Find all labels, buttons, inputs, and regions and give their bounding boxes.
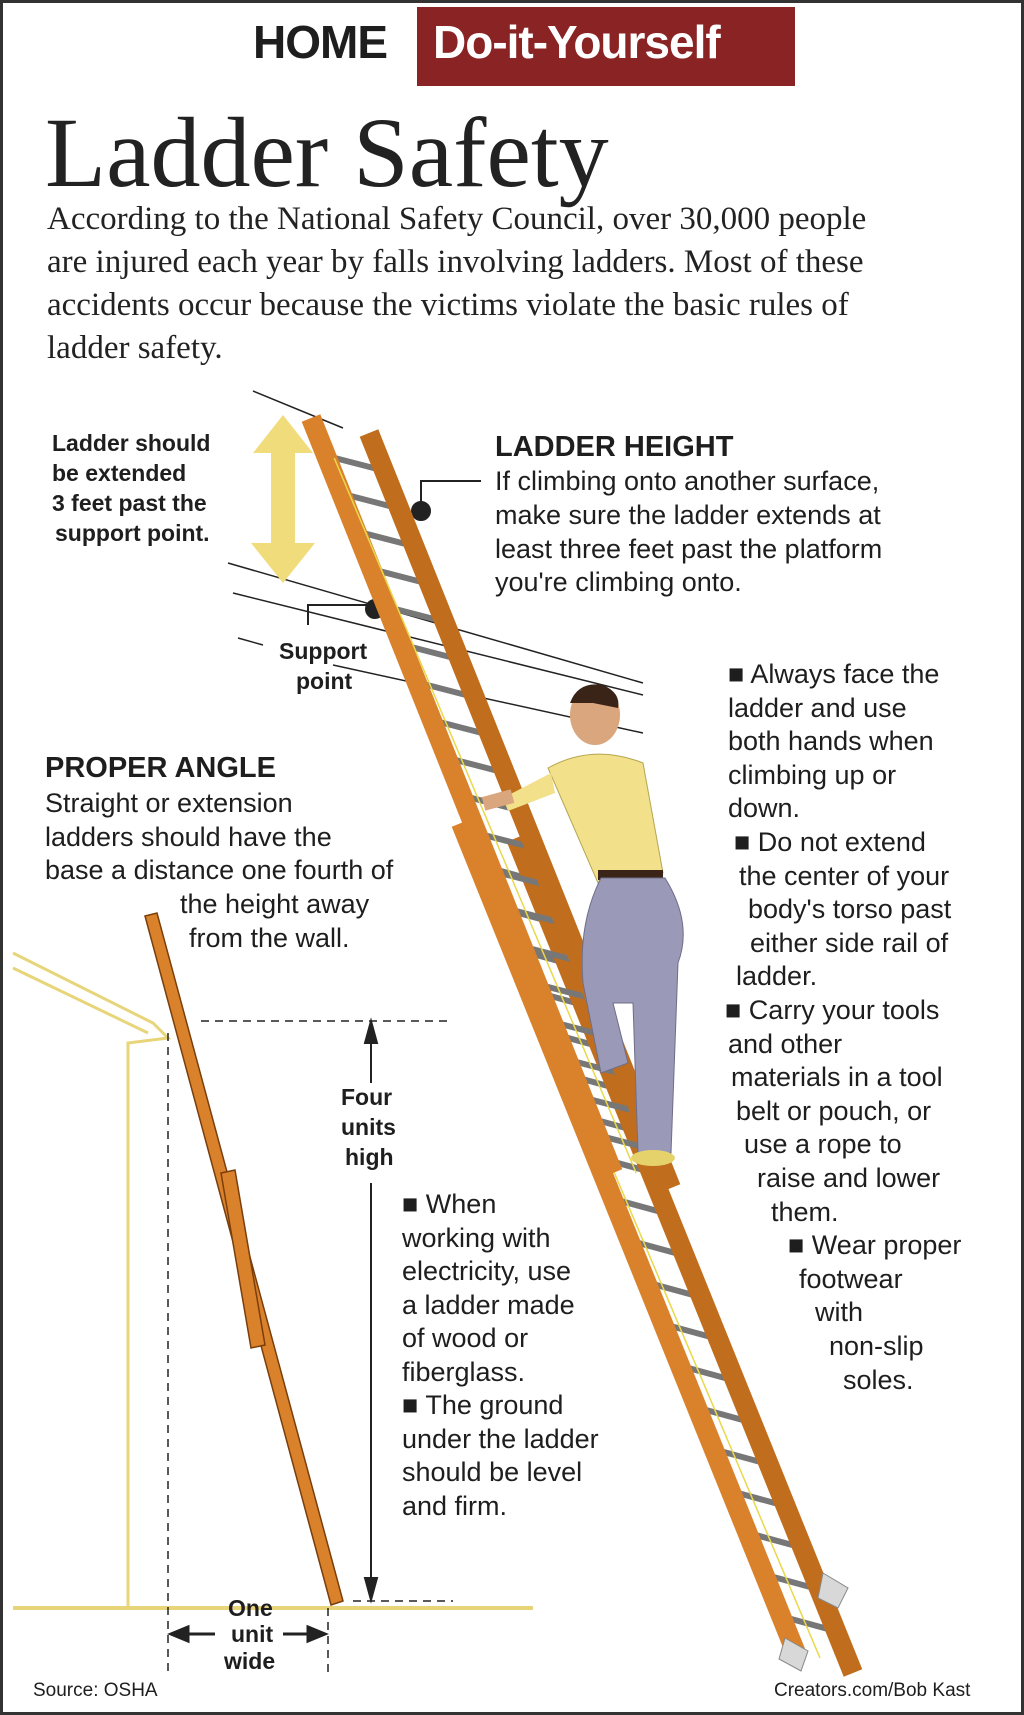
source-credit: Source: OSHA [33,1680,158,1701]
extension-ladder [301,414,863,1677]
tip-line: footwear [799,1263,903,1294]
section-label: HOME [253,16,388,68]
extend-note: support point. [55,520,210,546]
tip-line: ■ Wear proper [788,1230,962,1261]
artist-credit: Creators.com/Bob Kast [774,1680,971,1701]
tip-line: either side rail of [750,927,949,958]
ladder-height-text: If climbing onto another surface, [495,466,880,496]
tip-line: fiberglass. [402,1356,526,1387]
tip-line: working with [402,1222,551,1253]
tip-line: a ladder made [402,1289,575,1320]
ladder-height-text: least three feet past the platform [495,534,883,564]
tip-line: of wood or [402,1323,529,1353]
proper-angle-text: from the wall. [189,923,350,953]
ladder-feet [778,1572,849,1672]
tip-line: down. [728,793,801,824]
ladder-rope [333,457,637,1174]
one-unit-label: unit [231,1621,274,1647]
one-unit-label: wide [224,1648,276,1674]
tip-line: ladder. [736,961,818,992]
extend-note: Ladder should [52,430,211,456]
section-badge: Do-it-Yourself [433,16,721,68]
tip-line: ■ Carry your tools [725,995,940,1025]
tip-line: body's torso past [748,894,952,925]
tip-line: ■ Always face the [728,659,940,689]
tip-line: ■ Do not extend [734,827,926,857]
tip-line: and firm. [402,1490,508,1521]
ladder-height-text: make sure the ladder extends at [495,500,881,530]
tip-line: electricity, use [402,1256,572,1286]
extension-arrow [251,415,315,583]
tip-line: them. [771,1196,839,1227]
tip-line: climbing up or [728,759,897,790]
proper-angle-text: base a distance one fourth of [45,855,394,885]
tip-line: both hands when [728,726,934,757]
intro-line: According to the National Safety Council… [47,201,867,237]
extend-note: be extended [52,460,187,486]
page-title: Ladder Safety [45,97,609,208]
tip-line: use a rope to [744,1129,902,1160]
tip-line: materials in a tool [731,1062,943,1093]
tip-line: under the ladder [402,1423,599,1454]
intro-line: ladder safety. [47,330,223,366]
ladder-height-heading: LADDER HEIGHT [495,431,734,463]
tip-line: ■ The ground [402,1390,564,1420]
tip-line: soles. [843,1364,914,1395]
four-units-label: high [345,1144,394,1170]
illustration [12,390,863,1677]
ladder-rail [451,819,808,1662]
support-label: Support [279,638,368,664]
dimension-guides [167,1020,453,1673]
tip-line: non-slip [829,1331,924,1361]
support-label: point [296,668,353,694]
tip-line: and other [728,1028,843,1059]
tip-line: raise and lower [757,1163,941,1193]
tip-line: with [815,1297,864,1328]
one-unit-arrow [167,1624,329,1644]
badge-box [417,7,795,86]
ladder-height-text: you're climbing onto. [495,567,742,597]
four-units-label: units [341,1114,396,1140]
ladder-rail [301,414,623,1177]
climbing-man [481,684,684,1166]
tip-line: ladder and use [728,692,907,723]
four-units-label: Four [341,1084,393,1110]
proper-angle-heading: PROPER ANGLE [45,752,276,784]
proper-angle-text: the height away [180,889,370,919]
tip-line: ■ When [402,1189,497,1219]
one-unit-label: One [228,1595,273,1621]
tip-line: belt or pouch, or [736,1095,932,1126]
ladder-rail [506,834,863,1677]
tip-line: should be level [402,1457,583,1487]
extend-note: 3 feet past the [52,490,207,516]
proper-angle-text: Straight or extension [45,788,293,818]
four-units-arrow [363,1017,379,1604]
small-ladder [144,912,344,1606]
proper-angle-text: ladders should have the [45,822,332,852]
intro-line: are injured each year by falls involving… [47,244,864,280]
tip-line: the center of your [739,860,950,891]
intro-line: accidents occur because the victims viol… [47,287,849,323]
